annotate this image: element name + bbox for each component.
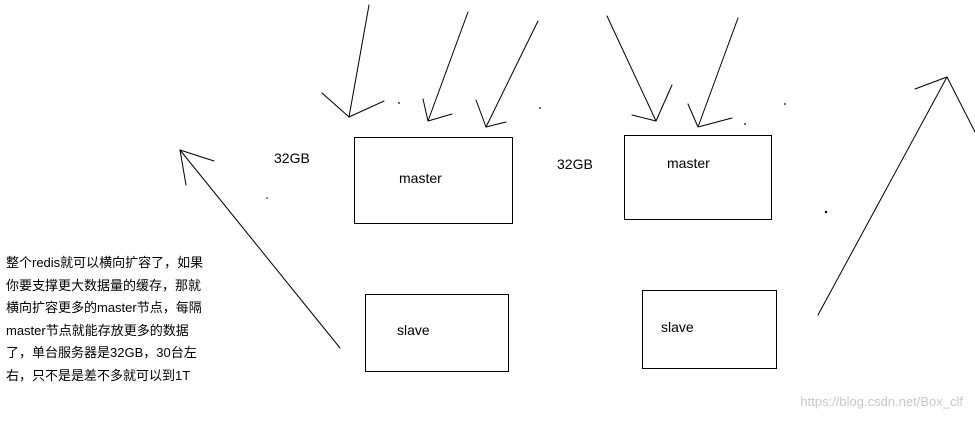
arrow-into-left-master-1 xyxy=(321,4,385,118)
capacity-label-right: 32GB xyxy=(557,156,593,172)
slave-label-right: slave xyxy=(661,319,694,335)
slave-label-left: slave xyxy=(397,322,430,338)
note-line: 你要支撑更大数据量的缓存，那就 xyxy=(6,277,202,293)
explanation-note: 整个redis就可以横向扩容了，如果 你要支撑更大数据量的缓存，那就 横向扩容更… xyxy=(6,252,246,387)
master-node-left xyxy=(354,137,513,224)
long-arrow-left xyxy=(179,149,341,349)
master-node-right xyxy=(624,135,772,220)
master-label-left: master xyxy=(399,170,442,186)
arrow-into-right-master-2 xyxy=(687,17,739,128)
note-line: 整个redis就可以横向扩容了，如果 xyxy=(6,255,204,270)
capacity-label-left: 32GB xyxy=(274,150,310,166)
long-arrow-right xyxy=(817,76,975,316)
arrow-into-left-master-2 xyxy=(422,11,469,122)
slave-node-right xyxy=(642,290,777,369)
master-label-right: master xyxy=(667,155,710,171)
note-line: 右，只不是是差不多就可以到1T xyxy=(6,367,191,383)
watermark: https://blog.csdn.net/Box_clf xyxy=(800,394,963,409)
stray-marks xyxy=(266,102,828,214)
note-line: 横向扩容更多的master节点，每隔 xyxy=(6,300,202,315)
note-line: 了，单台服务器是32GB，30台左 xyxy=(6,345,197,360)
arrow-into-right-master-1 xyxy=(606,15,673,122)
arrow-into-left-master-3 xyxy=(475,20,539,128)
slave-node-left xyxy=(365,294,509,372)
note-line: master节点就能存放更多的数据 xyxy=(6,322,189,338)
